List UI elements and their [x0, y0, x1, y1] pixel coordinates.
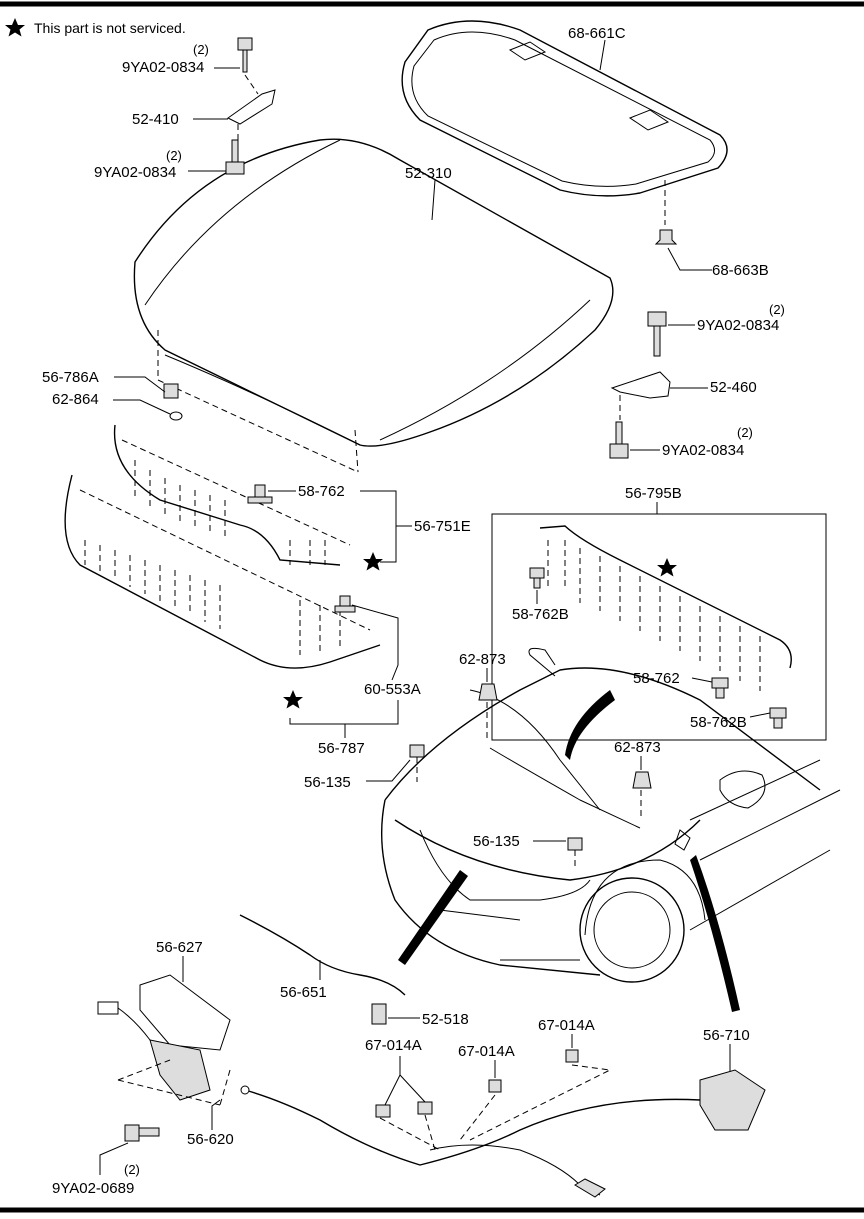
- label-hinge-right: 52-460: [710, 379, 757, 396]
- label-stop-b: 56-135: [473, 833, 520, 850]
- clip-67014a-b-part: [488, 1079, 502, 1093]
- label-insulator: 68-661C: [568, 25, 626, 42]
- label-insulator-clip: 68-663B: [712, 262, 769, 279]
- label-seal-front: 56-787: [318, 740, 365, 757]
- label-right-bot-bolt-qty: (2): [737, 425, 753, 440]
- label-hood: 52-310: [405, 165, 452, 182]
- star-icon: [5, 18, 25, 37]
- label-rod: 56-651: [280, 984, 327, 1001]
- label-latch-bolt-qty: (2): [124, 1162, 140, 1177]
- clip-58762b-a-part: [529, 567, 545, 589]
- label-rod-clip: 52-518: [422, 1011, 469, 1028]
- label-clip-58762b-b: 58-762B: [690, 714, 747, 731]
- plug-part: [169, 411, 183, 421]
- clip-58762-b-part: [711, 677, 729, 699]
- hood-drawing: [133, 138, 614, 447]
- bumper-stop-part: [163, 383, 179, 399]
- label-mid-bolt: 9YA02-0834: [94, 164, 176, 181]
- seal-front-drawing: [64, 474, 381, 669]
- clip-58762-part: [247, 484, 273, 504]
- hinge-left-part: [227, 89, 276, 125]
- label-right-bot-bolt: 9YA02-0834: [662, 442, 744, 459]
- label-right-top-bolt-qty: (2): [769, 302, 785, 317]
- clip-67014a-a-part: [375, 1101, 433, 1118]
- label-clip-67014a-b: 67-014A: [458, 1043, 515, 1060]
- latch-bolt-part: [124, 1124, 160, 1142]
- rod-clip-part: [371, 1003, 387, 1025]
- hinge-right-part: [610, 371, 671, 399]
- label-release: 56-710: [703, 1027, 750, 1044]
- label-cushion-b: 62-873: [614, 739, 661, 756]
- label-mid-bolt-qty: (2): [166, 148, 182, 163]
- clip-58762b-b-part: [769, 707, 787, 729]
- label-clip-60553a: 60-553A: [364, 681, 421, 698]
- label-latch-bolt: 9YA02-0689: [52, 1180, 134, 1197]
- top-bolt-part: [237, 37, 253, 73]
- stop-a-part: [409, 744, 425, 758]
- right-top-bolt-part: [647, 311, 667, 357]
- right-bot-bolt-part: [609, 421, 629, 459]
- release-cable-part: [244, 1089, 701, 1166]
- label-latch: 56-620: [187, 1131, 234, 1148]
- insulator-clip-part: [654, 229, 678, 245]
- insulator-drawing: [401, 20, 728, 197]
- release-handle-part: [574, 1178, 606, 1198]
- label-clip-58762b-a: 58-762B: [512, 606, 569, 623]
- cushion-a-part: [478, 683, 498, 701]
- clip-60553a-part: [334, 595, 356, 613]
- note-text: This part is not serviced.: [34, 20, 186, 36]
- label-cushion-a: 62-873: [459, 651, 506, 668]
- label-seal-assy: 56-751E: [414, 518, 471, 535]
- label-top-bolt: 9YA02-0834: [122, 59, 204, 76]
- clip-67014a-c-part: [565, 1049, 579, 1063]
- rod-part: [239, 914, 406, 996]
- label-bumper-stop: 56-786A: [42, 369, 99, 386]
- star-icon: [657, 558, 677, 577]
- label-seal-rear: 56-795B: [625, 485, 682, 502]
- latch-connector-part: [97, 1001, 119, 1015]
- label-clip-58762-b: 58-762: [633, 670, 680, 687]
- cushion-b-part: [632, 771, 652, 789]
- label-top-bolt-qty: (2): [193, 42, 209, 57]
- label-right-top-bolt: 9YA02-0834: [697, 317, 779, 334]
- latch-part: [149, 1039, 211, 1101]
- stop-b-part: [567, 837, 583, 851]
- vehicle-drawing: [380, 647, 841, 1012]
- star-icon: [363, 552, 383, 571]
- label-hinge-left: 52-410: [132, 111, 179, 128]
- label-clip-67014a-a: 67-014A: [365, 1037, 422, 1054]
- star-icon: [283, 690, 303, 709]
- release-part: [699, 1069, 766, 1131]
- label-plug: 62-864: [52, 391, 99, 408]
- guard-part: [139, 974, 231, 1051]
- label-clip-58762: 58-762: [298, 483, 345, 500]
- label-stop-a: 56-135: [304, 774, 351, 791]
- seal-rear-hood-drawing: [113, 424, 351, 566]
- label-guard: 56-627: [156, 939, 203, 956]
- seal-rear-part-drawing: [539, 525, 792, 691]
- label-clip-67014a-c: 67-014A: [538, 1017, 595, 1034]
- mid-bolt-part: [225, 139, 245, 175]
